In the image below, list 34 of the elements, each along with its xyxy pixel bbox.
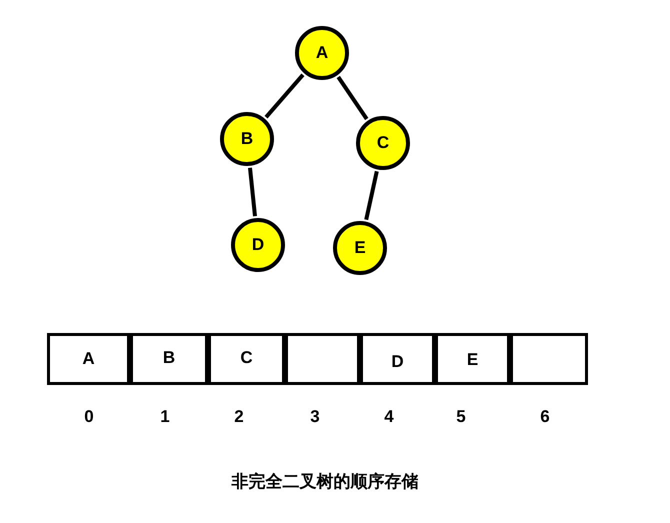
array-index: 6 [539, 407, 551, 427]
array-index: 1 [159, 407, 171, 427]
caption: 非完全二叉树的顺序存储 [230, 471, 420, 493]
array-index: 0 [83, 407, 95, 427]
tree-edge [336, 76, 368, 120]
cell-value: A [82, 349, 95, 369]
tree-node-circle [231, 218, 285, 272]
array-cell [510, 333, 588, 385]
tree-edge [248, 168, 257, 216]
tree-node-circle [333, 221, 387, 275]
cell-value: B [162, 348, 176, 368]
node-label: C [376, 133, 390, 153]
node-label: A [316, 43, 328, 63]
node-label: E [354, 238, 366, 258]
array-index: 2 [233, 407, 245, 427]
array-cell [208, 333, 285, 385]
array-cell [47, 333, 130, 385]
node-label: B [240, 129, 254, 149]
tree-node-circle [356, 116, 410, 170]
array-cell [435, 333, 510, 385]
array-index: 5 [455, 407, 467, 427]
cell-value: E [466, 350, 478, 370]
cell-value: C [240, 348, 253, 368]
array-index: 4 [383, 407, 395, 427]
cell-value: D [391, 352, 404, 372]
tree-node-circle [220, 112, 274, 166]
array-cell [130, 333, 208, 385]
array-cell [285, 333, 360, 385]
array-index: 3 [309, 407, 321, 427]
tree-edge [264, 74, 304, 118]
array-cell [360, 333, 435, 385]
node-label: D [252, 235, 264, 255]
tree-node-circle [295, 26, 349, 80]
tree-edge [364, 170, 379, 220]
